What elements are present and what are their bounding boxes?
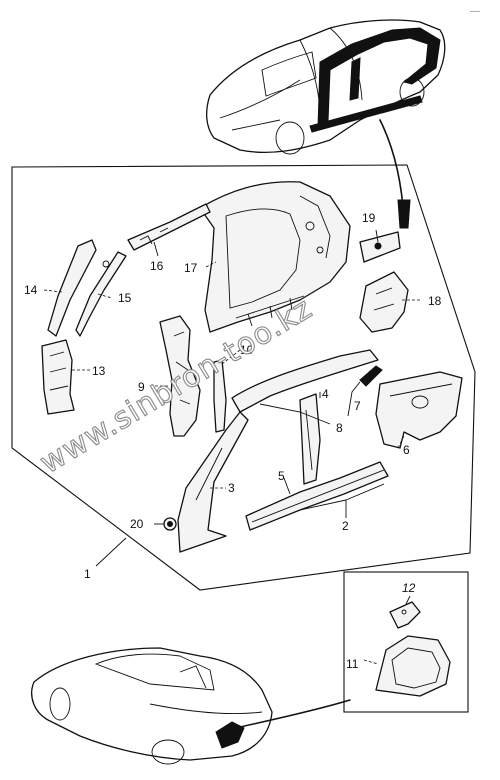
part-20-grommet [163, 517, 177, 531]
label-5: 5 [278, 469, 285, 483]
label-19: 19 [362, 211, 376, 225]
label-3: 3 [228, 481, 235, 495]
part-15 [75, 251, 127, 337]
leader-lines [43, 229, 420, 665]
top-car-illustration [206, 19, 446, 229]
label-9: 9 [138, 380, 145, 394]
label-16: 16 [150, 259, 164, 273]
part-6-quarter-outer [375, 371, 463, 449]
inset-detail-frame [343, 571, 469, 713]
label-15: 15 [118, 291, 132, 305]
label-14: 14 [24, 283, 38, 297]
bottom-car-illustration [31, 647, 351, 765]
label-8: 8 [336, 421, 343, 435]
label-18: 18 [428, 294, 442, 308]
part-13 [41, 339, 75, 415]
label-17: 17 [184, 261, 198, 275]
label-6: 6 [403, 443, 410, 457]
part-14 [47, 239, 97, 337]
label-1: 1 [84, 567, 91, 581]
label-11: 11 [346, 657, 359, 671]
part-17-quarter-inner [199, 181, 351, 333]
label-20: 20 [130, 517, 144, 531]
part-11 [375, 635, 451, 697]
part-12 [389, 601, 421, 629]
part-9-center-pillar [159, 315, 201, 437]
part-number-labels: 19 16 17 14 15 18 10 13 9 4 7 8 6 5 3 2 … [24, 211, 442, 671]
label-13: 13 [92, 364, 106, 378]
label-2: 2 [342, 519, 349, 533]
label-4: 4 [322, 387, 329, 401]
part-18 [359, 271, 409, 333]
main-detail-frame [11, 164, 476, 591]
corner-mark: — [470, 6, 480, 17]
label-12: 12 [402, 581, 416, 595]
part-2-side-outer [177, 349, 389, 553]
label-10: 10 [240, 343, 254, 357]
part-16-roof-rail [127, 203, 211, 251]
part-7 [359, 365, 383, 387]
label-7: 7 [354, 399, 361, 413]
part-19 [359, 231, 401, 263]
part-10 [213, 359, 227, 433]
